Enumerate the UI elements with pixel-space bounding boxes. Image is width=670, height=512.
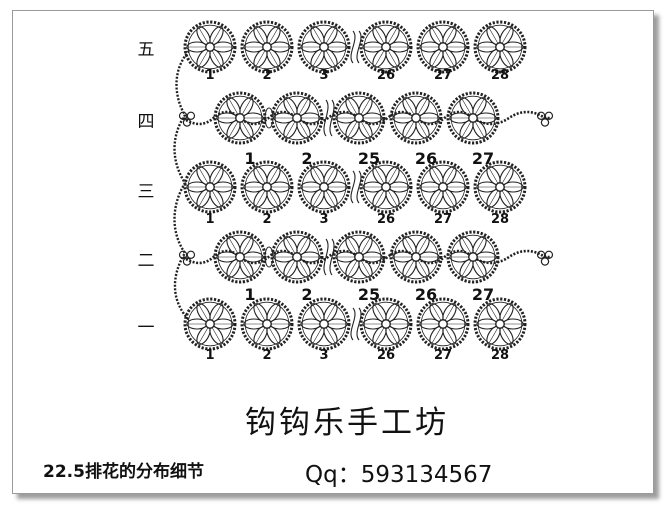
- flower-row1-3: [297, 20, 351, 74]
- flower-layout-diagram: [173, 20, 554, 351]
- flower-number-row2-4: 26: [414, 149, 438, 168]
- joiner-right-row2: [536, 111, 554, 127]
- flower-row3-4: [359, 160, 413, 214]
- flower-row2-4: [389, 91, 443, 145]
- diagram-frame: 五 1 2 3 26 27 28 四 1 2 25 26 27 三 1 2 3 26 27 28 二 1 2 25 26 27 一 1…: [12, 10, 654, 494]
- flower-number-row5-6: 28: [490, 348, 510, 363]
- row-label-3: 三: [137, 182, 155, 202]
- flower-row1-1: [183, 20, 237, 74]
- flower-row2-1: [213, 91, 267, 145]
- qq-contact: Qq：593134567: [305, 462, 493, 488]
- flower-number-row4-4: 26: [414, 285, 438, 304]
- flower-number-row5-1: 1: [205, 348, 215, 363]
- flower-row1-5: [416, 20, 470, 74]
- flower-row4-1: [213, 230, 267, 284]
- caption-text: 22.5排花的分布细节: [43, 462, 204, 482]
- flower-row3-3: [297, 160, 351, 214]
- row-label-2: 四: [137, 112, 155, 132]
- flower-number-row2-5: 27: [471, 149, 495, 168]
- break-marker-row4: [323, 238, 335, 276]
- flower-row5-4: [359, 297, 413, 351]
- joiner-left-row4: [178, 250, 196, 266]
- flower-number-row2-1: 1: [244, 149, 256, 168]
- workshop-name: 钩钩乐手工坊: [245, 405, 449, 441]
- flower-number-row1-2: 2: [262, 68, 272, 83]
- break-marker-row3: [350, 170, 362, 204]
- flower-row3-5: [416, 160, 470, 214]
- flower-number-row4-3: 25: [357, 285, 381, 304]
- joiner-mid-row4: [264, 246, 274, 268]
- flower-number-row5-2: 2: [262, 348, 272, 363]
- flower-number-row1-4: 26: [376, 68, 396, 83]
- joiner-right-row4: [536, 250, 554, 266]
- flower-number-row2-3: 25: [357, 149, 381, 168]
- flower-row4-3: [332, 230, 386, 284]
- flower-number-row1-3: 3: [319, 68, 329, 83]
- flower-number-row3-5: 27: [433, 212, 453, 227]
- flower-row4-4: [389, 230, 443, 284]
- break-marker-row1: [350, 30, 362, 64]
- flower-row1-2: [240, 20, 294, 74]
- flower-number-row1-1: 1: [205, 68, 215, 83]
- flower-number-row3-2: 2: [262, 212, 272, 227]
- flower-number-row3-6: 28: [490, 212, 510, 227]
- flower-row5-6: [473, 297, 527, 351]
- flower-row2-2: [270, 91, 324, 145]
- flower-row3-6: [473, 160, 527, 214]
- flower-row5-3: [297, 297, 351, 351]
- break-marker-row5: [350, 307, 362, 341]
- flower-row3-1: [183, 160, 237, 214]
- row-connector-chain: [173, 50, 190, 321]
- flower-row4-2: [270, 230, 324, 284]
- row-label-4: 二: [137, 251, 155, 271]
- joiner-left-row2: [178, 111, 196, 127]
- flower-number-row3-4: 26: [376, 212, 396, 227]
- flower-row5-5: [416, 297, 470, 351]
- flower-number-row5-3: 3: [319, 348, 329, 363]
- flower-row3-2: [240, 160, 294, 214]
- flower-number-row5-4: 26: [376, 348, 396, 363]
- row-label-1: 五: [137, 40, 155, 60]
- flower-number-row1-6: 28: [490, 68, 510, 83]
- joiner-mid-row2: [264, 107, 274, 129]
- flower-number-row3-3: 3: [319, 212, 329, 227]
- flower-row1-6: [473, 20, 527, 74]
- flower-number-row5-5: 27: [433, 348, 453, 363]
- flower-row2-3: [332, 91, 386, 145]
- flower-row1-4: [359, 20, 413, 74]
- flower-number-row2-2: 2: [301, 149, 313, 168]
- flower-number-row4-1: 1: [244, 285, 256, 304]
- flower-number-row4-2: 2: [301, 285, 313, 304]
- flower-number-row1-5: 27: [433, 68, 453, 83]
- flower-row5-2: [240, 297, 294, 351]
- flower-row4-5: [446, 230, 500, 284]
- flower-number-row4-5: 27: [471, 285, 495, 304]
- break-marker-row2: [323, 99, 335, 137]
- flower-row5-1: [183, 297, 237, 351]
- row-label-5: 一: [137, 318, 155, 338]
- flower-number-row3-1: 1: [205, 212, 215, 227]
- flower-row2-5: [446, 91, 500, 145]
